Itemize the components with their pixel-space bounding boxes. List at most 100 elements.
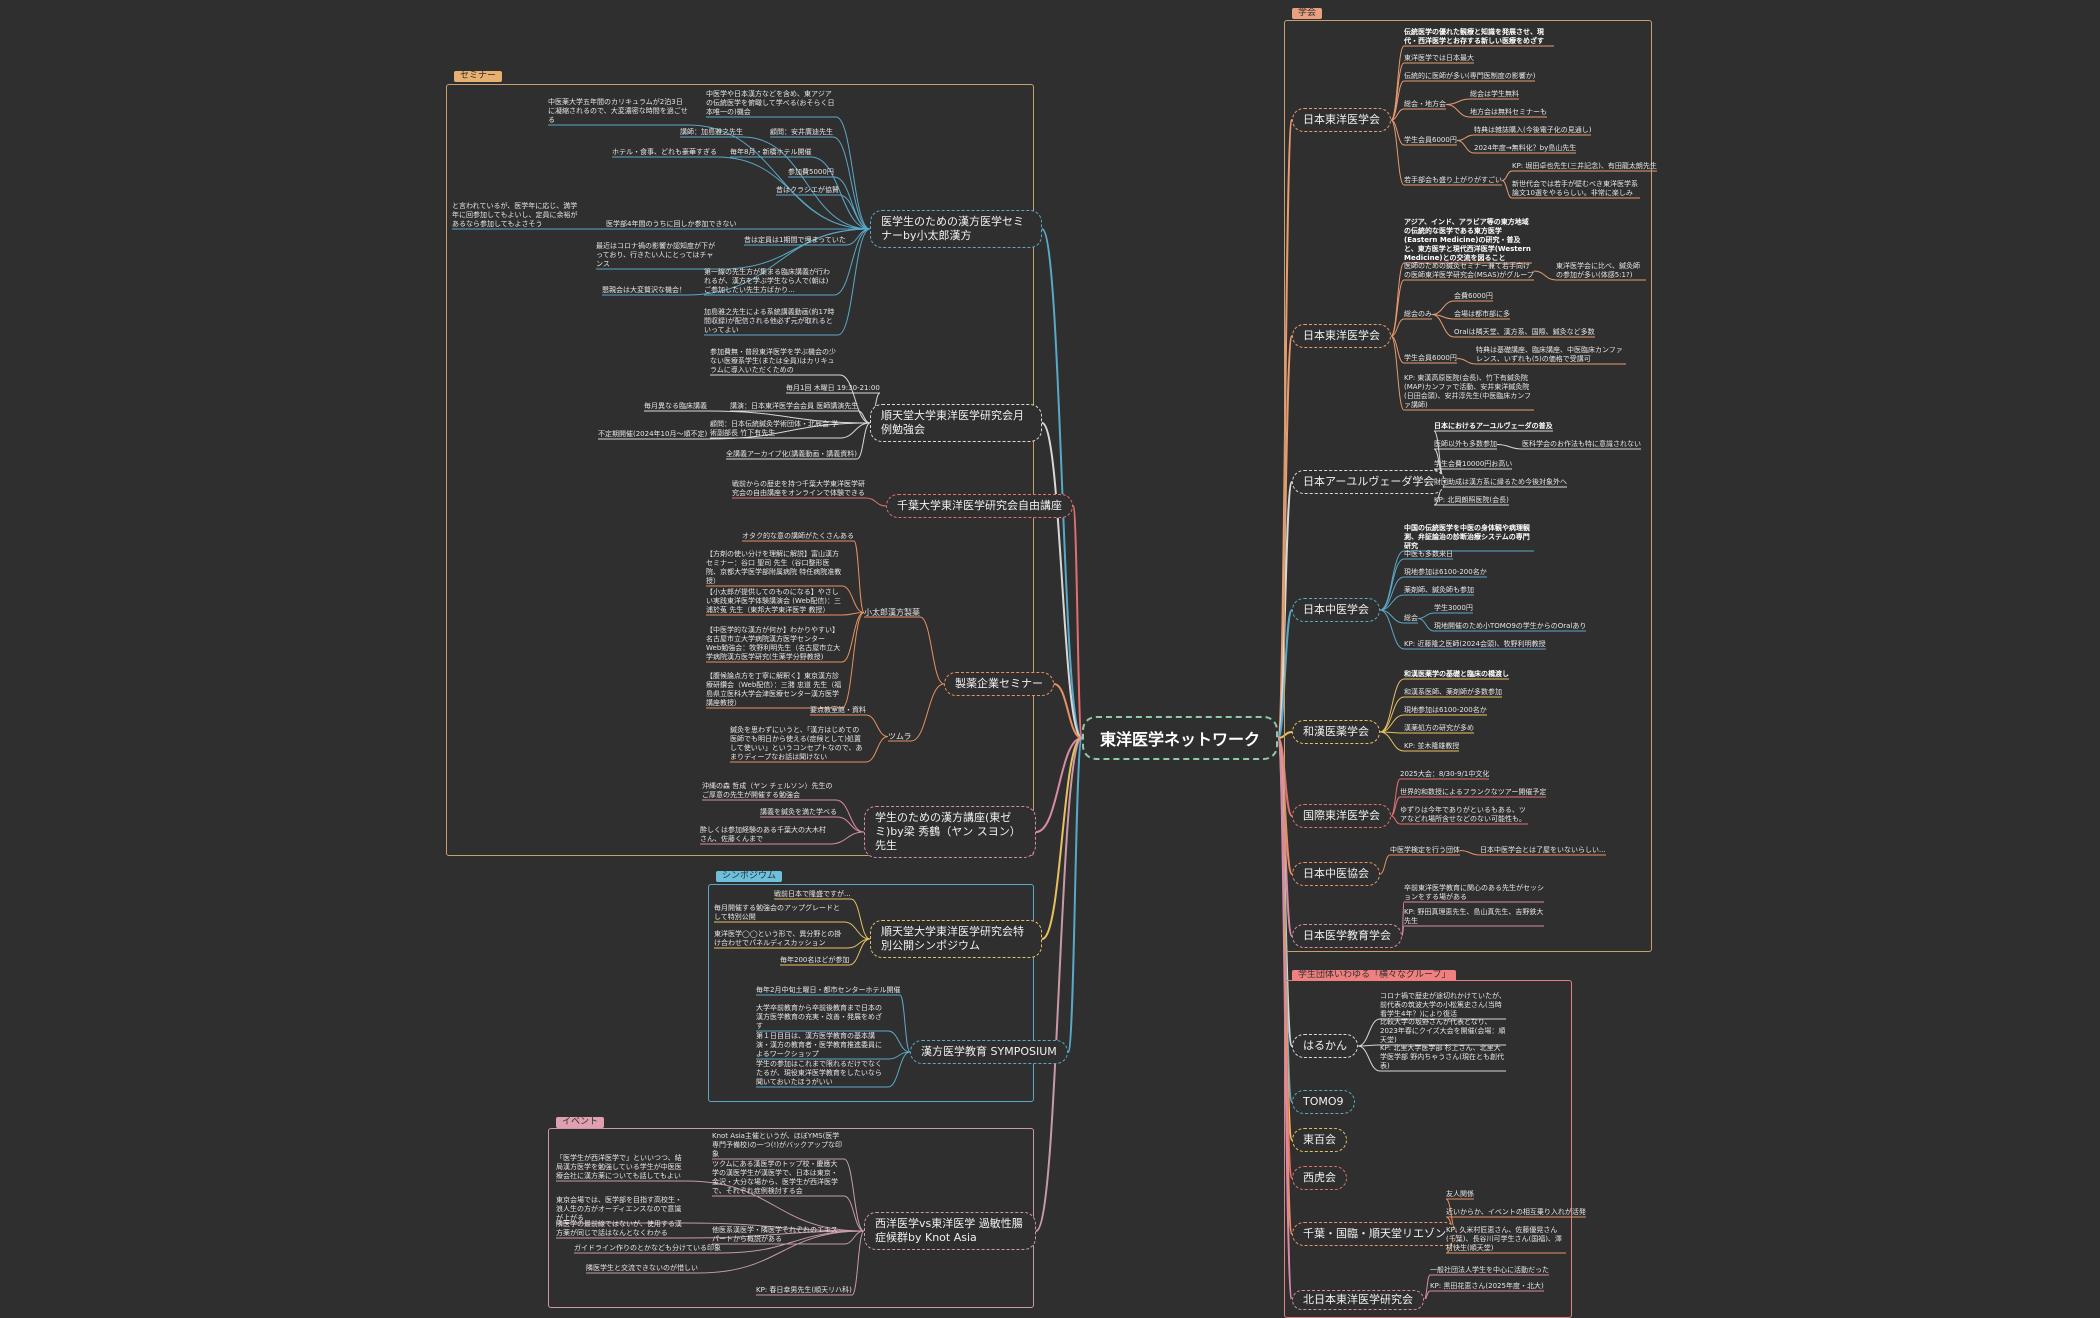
branch-line	[910, 683, 945, 742]
branch-line	[1379, 594, 1405, 611]
branch-line	[837, 228, 871, 336]
branch-line	[1390, 335, 1405, 411]
node-kotaro-seminar[interactable]: 医学生のための漢方医学セミナーby小太郎漢方	[870, 210, 1042, 248]
branch-line	[1445, 104, 1471, 118]
leaf-text: 全講義アーカイブ化(講義動画・講義資料)	[726, 450, 858, 458]
node-ayurveda[interactable]: 日本アーユルヴェーダ学会	[1292, 470, 1446, 494]
branch-line	[1390, 815, 1401, 825]
leaf-text: 中国の伝統医学を中医の身体観や病理観測、弁証論治の診断治療システムの専門研究	[1404, 524, 1530, 550]
leaf-text: 地方会は無料セミナーも	[1470, 108, 1547, 116]
leaf-text: 現地参加は6100-200名か	[1404, 568, 1487, 576]
leaf-text: 学生会員6000円	[1404, 354, 1457, 362]
leaf-text: 懇親会は大変贅沢な機会！	[602, 286, 686, 294]
leaf-text: 昔はクラシエが協賛	[776, 186, 839, 194]
node-tsumura[interactable]: ツムラ	[888, 732, 912, 741]
node-wakan[interactable]: 和漢医薬学会	[1292, 720, 1380, 744]
branch-line	[841, 612, 865, 616]
branch-line	[1501, 180, 1513, 199]
branch-line	[887, 1051, 911, 1088]
branch-line	[1417, 618, 1435, 632]
node-juntendo-monthly[interactable]: 順天堂大学東洋医学研究会月例勉強会	[870, 404, 1042, 442]
node-tomo9[interactable]: TOMO9	[1292, 1090, 1355, 1114]
branch-line	[1277, 609, 1293, 739]
leaf-text: 不定期開催(2024年10月～順不定)	[598, 430, 708, 438]
branch-line	[887, 1030, 911, 1053]
node-eastern-medicine[interactable]: 日本東洋医学会	[1292, 324, 1391, 348]
node-harukan[interactable]: はるかん	[1292, 1034, 1358, 1058]
branch-line	[1072, 505, 1083, 739]
student-tag: 学生団体いわゆる「横々なグループ」	[1292, 970, 1457, 981]
node-liaison[interactable]: 千葉・国臨・順天堂リエゾン	[1292, 1222, 1457, 1246]
seminar-tag: セミナー	[454, 71, 503, 82]
node-tcm[interactable]: 日本中医学会	[1292, 598, 1380, 622]
leaf-text: 顧問：安井廣迪先生	[770, 128, 833, 136]
leaf-text: 卒前東洋医学教育に関心のある先生がセッションをする場がある	[1404, 884, 1544, 901]
branch-line	[685, 1180, 865, 1232]
branch-line	[1459, 850, 1481, 856]
branch-line	[843, 921, 871, 940]
leaf-text: 講演：日本東洋医学会会員 医師講演先生	[730, 402, 859, 410]
node-pharma-seminar[interactable]: 製薬企業セミナー	[944, 672, 1054, 696]
leaf-text: 中医学や日本漢方などを含め、東アジアの伝統医学を俯瞰して学べる(おそらく日本唯一…	[706, 90, 835, 116]
leaf-text: 隣医学の最前線ではないが、使用する漢方薬が同じで話はなんとなくわかる	[556, 1220, 682, 1237]
branch-line	[919, 616, 945, 685]
node-jsom[interactable]: 日本東洋医学会	[1292, 108, 1391, 132]
branch-line	[810, 156, 871, 230]
branch-line	[1390, 119, 1405, 186]
leaf-text: KP: 東漢高原医院(会長)、竹下有鍼灸院(MAP)カンファで活動、安井東洋鍼灸…	[1404, 374, 1531, 409]
node-north-japan[interactable]: 北日本東洋医学研究会	[1292, 1290, 1424, 1310]
node-juntendo-symposium[interactable]: 順天堂大学東洋医学研究会特別公開シンポジウム	[870, 920, 1042, 958]
branch-line	[839, 422, 871, 439]
branch-line	[1390, 80, 1405, 121]
node-chui-kyokai[interactable]: 日本中医協会	[1292, 862, 1380, 886]
branch-line	[1533, 270, 1557, 281]
node-tozemi[interactable]: 学生のための漢方講座(東ゼミ)by梁 秀鶴（ヤン スヨン）先生	[864, 806, 1036, 858]
branch-line	[841, 612, 865, 663]
gakkai-frame	[1284, 20, 1652, 952]
leaf-text: 他医系漢医学・隣医学それぞれのエキスパートから概説がある	[712, 1226, 838, 1243]
branch-line	[835, 799, 865, 833]
leaf-text: アジア、インド、アラビア等の東方地域の伝統的な医学である東方医学(Eastern…	[1404, 218, 1531, 262]
leaf-text: 会場は都市部に多	[1454, 310, 1510, 318]
branch-line	[843, 1195, 865, 1232]
leaf-text: KP: 黒田花恵さん(2025年度・北大)	[1430, 1282, 1544, 1290]
node-seikokai[interactable]: 西虎会	[1292, 1166, 1347, 1190]
node-kotaro-pharma[interactable]: 小太郎漢方製薬	[864, 608, 920, 617]
node-tohyakukai[interactable]: 東百会	[1292, 1128, 1347, 1152]
leaf-text: 戦前日本で隆盛ですが...	[774, 890, 851, 898]
branch-line	[865, 497, 887, 507]
leaf-text: 医学部4年間のうちに回しか参加できない	[606, 220, 737, 228]
node-kampo-education-symposium[interactable]: 漢方医学教育 SYMPOSIUM	[910, 1040, 1068, 1064]
leaf-text: 沖縄の森 哲成（ヤン チェルソン）先生のご厚意の先生が開催する勉強会	[702, 782, 833, 799]
leaf-text: 学生会員6000円	[1404, 136, 1457, 144]
leaf-text: 東洋医学では日本最大	[1404, 54, 1474, 62]
node-med-education[interactable]: 日本医学教育学会	[1292, 924, 1402, 948]
leaf-text: オタク的な意の講師がたくさんある	[742, 532, 854, 540]
leaf-text: 隣医学生と交流できないのが惜しい	[586, 1264, 698, 1272]
branch-line	[1456, 358, 1477, 365]
branch-line	[1501, 170, 1513, 181]
leaf-text: 日本中医学会とは了屋をいないらしい...	[1480, 846, 1606, 854]
leaf-text: 大学卒前教育から卒前後教育まで日本の漢方医学教育の充実・改善・発展をめざす	[756, 1004, 882, 1030]
leaf-text: 毎月開催する勉強会のアップグレードとして特別公開	[714, 904, 840, 921]
branch-line	[1357, 1045, 1381, 1072]
leaf-text: 【方剤の使い分けを理解に解説】富山漢方セミナー：谷口 聖司 先生（谷口整形医院、…	[706, 550, 842, 585]
node-knot-asia[interactable]: 西洋医学vs東洋医学 過敏性腸症候群by Knot Asia	[864, 1212, 1036, 1250]
leaf-text: 漢薬処方の研究が多め	[1404, 724, 1474, 732]
leaf-text: 毎月1回 木曜日 19:30-21:00	[786, 384, 880, 392]
symposium-frame	[708, 884, 1034, 1102]
leaf-text: 第一線の先生方が集まる臨床講義が行われるが、漢方を学ぶ学生なら人で(朝は)ご参加…	[704, 268, 830, 294]
branch-line	[1379, 854, 1391, 875]
leaf-text: と言われているが、医学年に応じ、満学年に回参加してもよいし、定員に余裕があるなら…	[452, 202, 578, 228]
node-chiba-open-course[interactable]: 千葉大学東洋医学研究会自由講座	[886, 494, 1073, 518]
branch-line	[742, 136, 871, 230]
event-tag: イベント	[556, 1117, 605, 1128]
leaf-text: KP: 近藤隆之医師(2024会頭)、牧野利明教授	[1404, 640, 1546, 648]
root-node[interactable]: 東洋医学ネットワーク	[1082, 716, 1279, 760]
leaf-text: 要点教室館・資料	[810, 706, 866, 714]
gakkai-tag: 学会	[1292, 8, 1323, 19]
leaf-text: 東洋医学会に比べ、鍼灸師の参加が多い(体感5:1?)	[1556, 262, 1640, 279]
leaf-text: 特典は雑誌購入(今後電子化の見通し)	[1474, 126, 1592, 134]
node-international[interactable]: 国際東洋医学会	[1292, 804, 1391, 828]
